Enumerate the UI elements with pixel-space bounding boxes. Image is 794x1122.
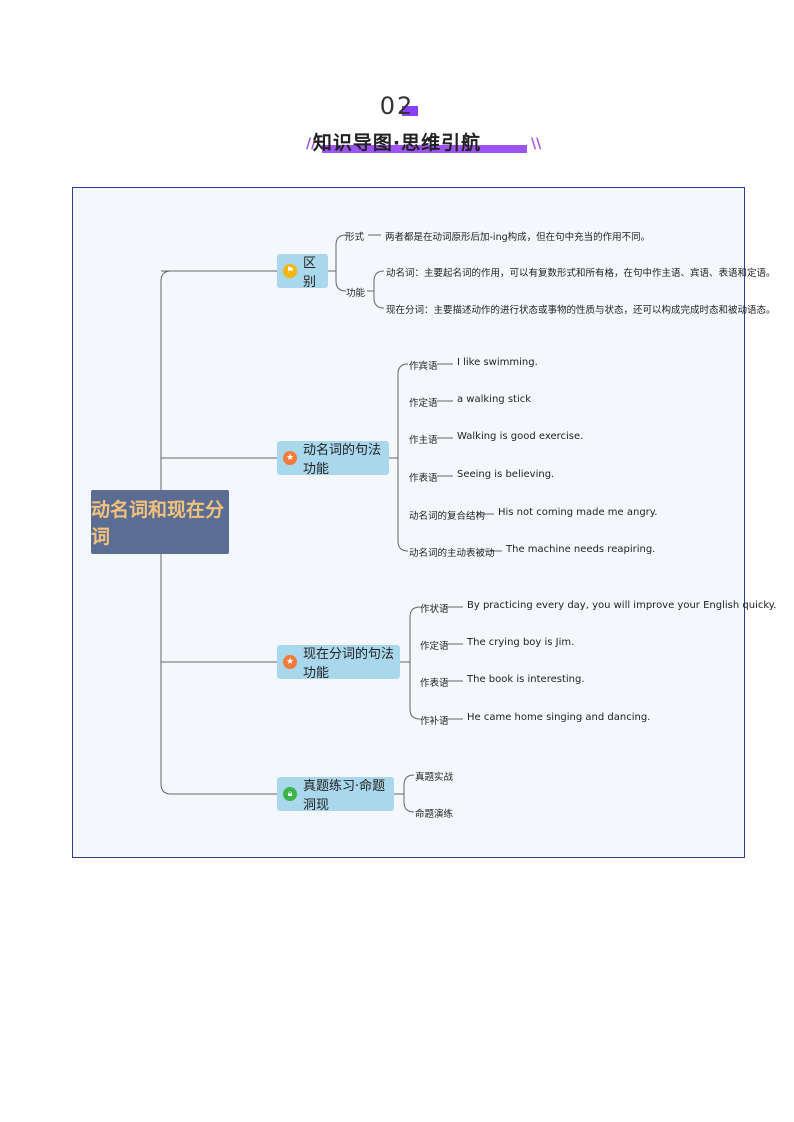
item-value: Walking is good exercise. <box>457 431 584 442</box>
branch-label: 动名词的句法功能 <box>303 443 382 477</box>
slash-left-decoration: // <box>306 136 317 152</box>
item-sub: 现在分词：主要描述动作的进行状态或事物的性质与状态，还可以构成完成时态和被动语态… <box>386 305 776 316</box>
star-icon: ★ <box>283 655 297 669</box>
item-value: His not coming made me angry. <box>498 507 658 518</box>
item-value: a walking stick <box>457 394 532 405</box>
item-key: 形式 <box>345 232 365 243</box>
item-value: I like swimming. <box>457 357 538 368</box>
section-title: 知识导图·思维引航 <box>0 128 794 155</box>
item-key: 真题实战 <box>415 772 454 783</box>
item-sub: 动名词：主要起名词的作用，可以有复数形式和所有格，在句中作主语、宾语、表语和定语… <box>386 268 776 279</box>
item-value: The crying boy is Jim. <box>467 637 575 648</box>
section-title-highlight <box>322 145 527 153</box>
item-key: 作定语 <box>420 641 449 652</box>
item-key: 作定语 <box>409 398 438 409</box>
item-key: 作表语 <box>420 678 449 689</box>
branch-node-practice[interactable]: 🔒︎ 真题练习·命题洞现 <box>277 777 394 813</box>
item-key: 作表语 <box>409 473 438 484</box>
root-node[interactable]: 动名词和现在分词 <box>91 490 229 554</box>
item-key: 动名词的复合结构 <box>409 511 486 522</box>
b1-bracket <box>335 234 347 292</box>
lock-icon: 🔒︎ <box>283 787 297 801</box>
item-value: 两者都是在动词原形后加-ing构成，但在句中充当的作用不同。 <box>385 232 651 243</box>
flag-icon: ⚑ <box>283 264 297 278</box>
item-key: 命题演练 <box>415 809 454 820</box>
slash-right-decoration: \\ <box>531 136 542 152</box>
branch-label: 真题练习·命题洞现 <box>303 779 386 813</box>
branch-node-gerund-functions[interactable]: ★ 动名词的句法功能 <box>277 441 389 477</box>
item-value: Seeing is believing. <box>457 469 555 480</box>
section-number-mark <box>402 106 418 116</box>
b2-bracket <box>397 363 409 552</box>
branch-node-participle-functions[interactable]: ★ 现在分词的句法功能 <box>277 645 400 681</box>
section-number: 02 <box>0 92 794 120</box>
item-value: The book is interesting. <box>467 674 585 685</box>
item-value: He came home singing and dancing. <box>467 712 651 723</box>
item-key: 作补语 <box>420 716 449 727</box>
item-key: 作状语 <box>420 604 449 615</box>
branch-node-difference[interactable]: ⚑ 区别 <box>277 254 328 290</box>
item-key: 动名词的主动表被动 <box>409 548 495 559</box>
item-value: The machine needs reapiring. <box>506 544 656 555</box>
item-key: 作主语 <box>409 435 438 446</box>
item-key: 作宾语 <box>409 361 438 372</box>
item-value: By practicing every day, you will improv… <box>467 600 777 611</box>
b4-bracket <box>403 774 415 813</box>
branch-label: 现在分词的句法功能 <box>303 647 395 681</box>
item-key: 功能 <box>346 288 366 299</box>
section-title-text: 知识导图·思维引航 <box>312 132 482 154</box>
section-number-text: 02 <box>379 92 415 120</box>
star-icon: ★ <box>283 451 297 465</box>
b3-bracket <box>409 606 421 720</box>
b1-func-bracket <box>373 270 385 309</box>
branch-label: 区别 <box>303 256 317 290</box>
